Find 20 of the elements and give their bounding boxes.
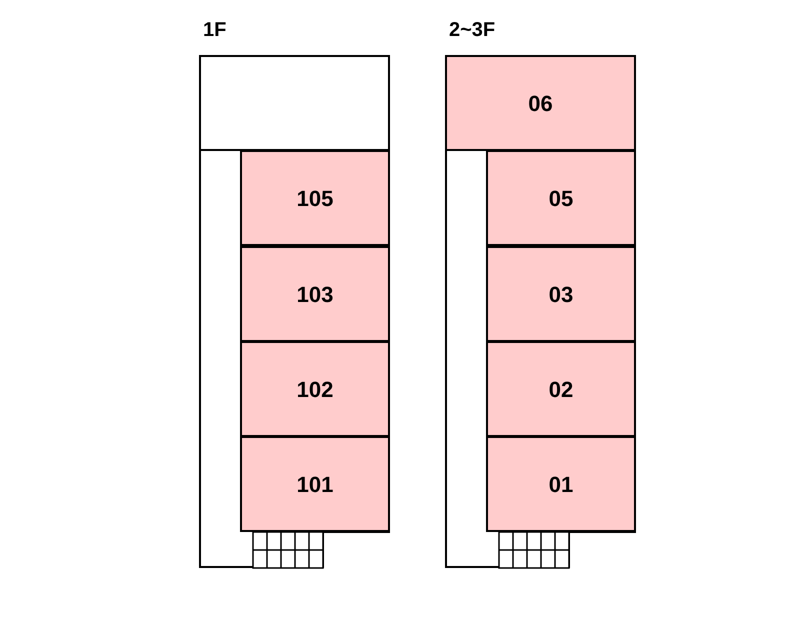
room-number: 102: [296, 376, 334, 404]
room-box: [486, 436, 636, 532]
room-box: [240, 436, 390, 532]
room-number: 101: [296, 470, 334, 498]
room-number: 103: [296, 280, 334, 308]
room-box: [486, 150, 636, 246]
room-number: 02: [548, 376, 574, 404]
room-number: 105: [296, 184, 334, 212]
room-number: 01: [548, 470, 574, 498]
room-number: 03: [548, 280, 574, 308]
room-box: [240, 246, 390, 342]
room-box: [486, 246, 636, 342]
room-box: [240, 150, 390, 246]
room-number: 06: [528, 90, 553, 118]
room-box: [445, 55, 636, 151]
floor-heading: 1F: [203, 18, 226, 43]
room-box: [240, 341, 390, 437]
floor-heading: 2~3F: [449, 18, 496, 43]
room-box: [486, 341, 636, 437]
room-number: 05: [548, 184, 574, 212]
